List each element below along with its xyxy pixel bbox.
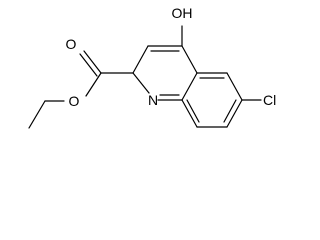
hydroxyl-label: OH [172,5,193,21]
bond-c2-c3 [132,45,149,74]
bond-lines [28,25,262,129]
bond-c6-c7 [226,99,243,128]
chemical-structure: OH Cl N O O [28,5,276,129]
ring-nitrogen-label: N [148,92,158,108]
bond-carbonyl-c-o-double-b [79,53,98,77]
ester-oxygen-label: O [69,93,80,109]
carbonyl-oxygen-label: O [66,36,77,52]
bond-ch2-ch3 [28,100,46,129]
bond-c4a-c8a [181,72,198,101]
chloro-label: Cl [263,92,276,108]
bond-c6-c7-inner [223,99,237,123]
bond-c4-c4a [181,45,198,74]
bond-c8-c8a [181,99,198,128]
bond-carbonyl-c-o-double-a [83,50,102,74]
bond-n1-c2 [132,72,150,94]
bond-c5-c6 [226,72,243,101]
bond-carbonyl-c-ester-o [85,72,102,97]
bond-c8-c8a-inner [186,99,200,123]
